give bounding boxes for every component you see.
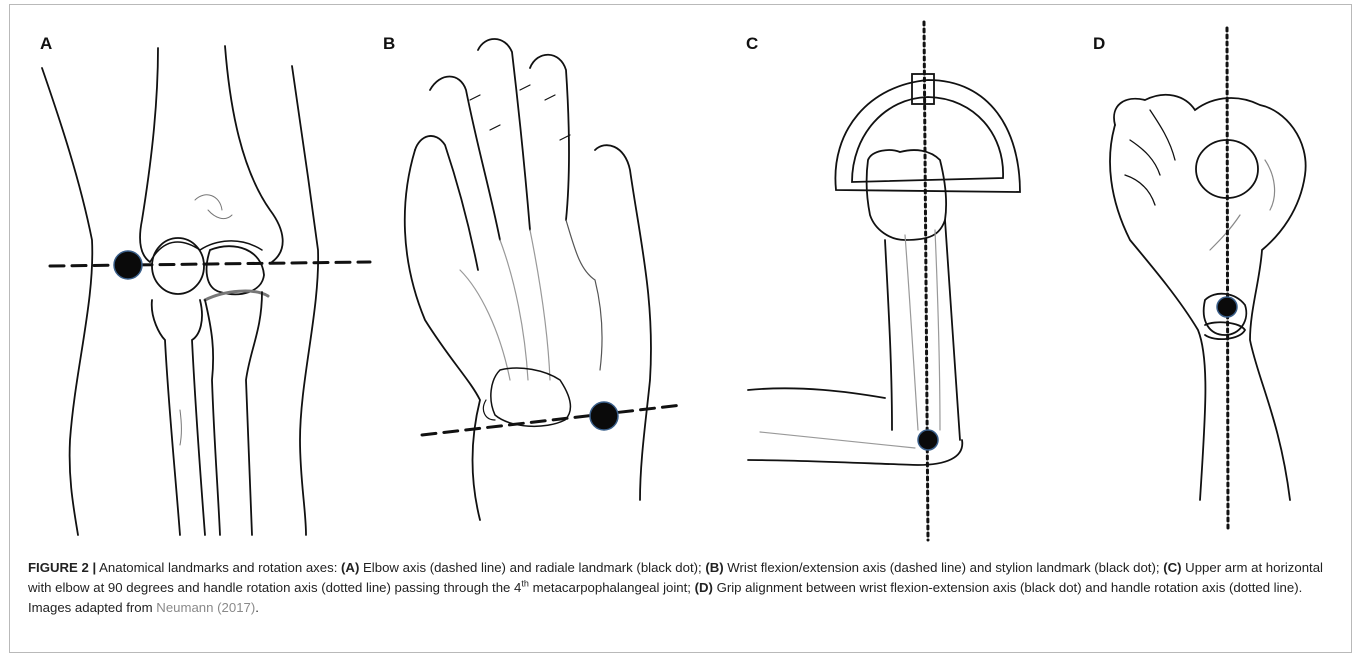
panel-c-fist — [867, 150, 947, 240]
panel-c-handle-axis — [924, 22, 928, 540]
caption-c-superscript: th — [521, 579, 529, 589]
caption-end: . — [255, 600, 259, 615]
panel-b-stylion-dot — [590, 402, 618, 430]
panel-a-ulna — [205, 292, 262, 535]
panel-b-index-finger — [530, 55, 569, 220]
caption-a-text: Elbow axis (dashed line) and radiale lan… — [359, 560, 705, 575]
panel-b-thumb — [595, 145, 651, 500]
caption-intro: Anatomical landmarks and rotation axes: — [96, 560, 341, 575]
panel-d-alignment-dot — [1217, 297, 1237, 317]
panel-b-little-finger — [415, 136, 478, 270]
caption-a-tag: (A) — [341, 560, 359, 575]
panel-c-forearm — [885, 220, 960, 440]
panel-label-b: B — [383, 34, 395, 54]
citation-link[interactable]: Neumann (2017) — [156, 600, 255, 615]
panel-label-d: D — [1093, 34, 1105, 54]
panel-label-c: C — [746, 34, 758, 54]
panel-a-elbow-axis — [50, 262, 370, 266]
caption-b-tag: (B) — [705, 560, 723, 575]
figure-drawings — [0, 0, 1357, 555]
panel-label-a: A — [40, 34, 52, 54]
panel-d-drawing — [1110, 28, 1306, 530]
panel-d-fist-outline — [1114, 95, 1306, 500]
panel-a-radius — [152, 300, 205, 535]
panel-a-arm-right-outline — [292, 66, 318, 535]
caption-label: FIGURE 2 | — [28, 560, 96, 575]
figure-caption: FIGURE 2 | Anatomical landmarks and rota… — [28, 558, 1328, 618]
caption-d-tag: (D) — [695, 580, 713, 595]
panel-b-middle-finger — [478, 39, 530, 230]
panel-c-joint-dot — [918, 430, 938, 450]
panel-c-drawing — [748, 22, 1020, 540]
caption-c-text2: metacarpophalangeal joint; — [529, 580, 695, 595]
panel-a-drawing — [42, 46, 370, 535]
panel-a-radiale-dot — [114, 251, 142, 279]
panel-b-wrist-axis — [422, 405, 682, 435]
panel-a-arm-left-outline — [42, 68, 92, 535]
panel-a-humerus — [140, 46, 283, 262]
caption-c-tag: (C) — [1163, 560, 1181, 575]
panel-c-handle — [835, 80, 1020, 192]
panel-c-upper-arm — [748, 388, 962, 465]
panel-b-drawing — [405, 39, 682, 520]
caption-b-text: Wrist flexion/extension axis (dashed lin… — [724, 560, 1164, 575]
panel-d-handle-axis — [1227, 28, 1228, 530]
